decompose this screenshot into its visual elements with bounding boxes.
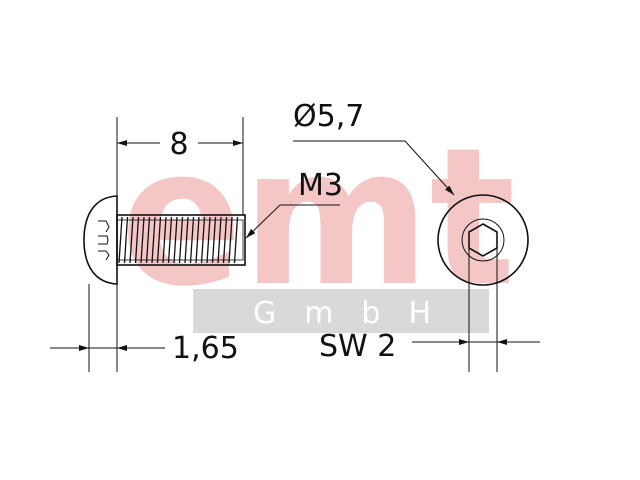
screw-head-outline [83, 195, 118, 285]
thread-line [178, 216, 184, 264]
dimension-length: 8 [116, 117, 244, 215]
thread-line [173, 216, 178, 264]
thread-line [195, 216, 200, 264]
thread-line [118, 216, 123, 264]
thread-line [162, 216, 167, 264]
thread-line [145, 216, 151, 264]
thread-line [167, 216, 173, 264]
thread-core [116, 219, 244, 261]
thread-line [189, 216, 195, 264]
thread-line [217, 216, 222, 264]
dimension-head-height: 1,65 [50, 284, 239, 372]
thread-line [156, 216, 162, 264]
thread-line [228, 216, 233, 264]
dimension-thread-label: M3 [298, 168, 343, 203]
thread-line [222, 216, 228, 264]
watermark-band [193, 289, 489, 333]
thread-line [200, 216, 206, 264]
thread-line [129, 216, 134, 264]
socket-circle [461, 218, 505, 262]
thread-line [140, 216, 145, 264]
dimension-socket-label: SW 2 [319, 329, 396, 364]
dimension-head-diameter: Ø5,7 [293, 99, 455, 196]
screw-thread [116, 216, 244, 264]
dimension-socket: SW 2 [319, 248, 540, 372]
thread-line [184, 216, 189, 264]
thread-line [151, 216, 156, 264]
thread-line [123, 216, 129, 264]
screw-head-circle [437, 194, 529, 286]
dimension-length-label: 8 [169, 127, 188, 162]
hex-socket [468, 223, 498, 257]
thread-line [233, 216, 239, 264]
thread-line [134, 216, 140, 264]
dimension-head-height-label: 1,65 [172, 331, 239, 366]
thread-line [206, 216, 211, 264]
screw-end-view [437, 194, 529, 286]
dimension-thread: M3 [245, 168, 343, 239]
watermark: emt G m b H [121, 107, 516, 333]
thread-line [211, 216, 217, 264]
screw-side-view [83, 195, 246, 285]
screw-head-socket-hint [98, 220, 110, 261]
dimension-head-diameter-label: Ø5,7 [293, 99, 364, 134]
